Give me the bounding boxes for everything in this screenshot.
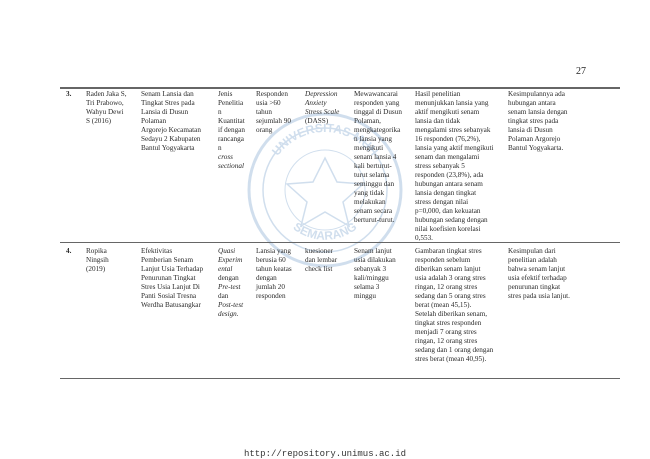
method-line: Jenis [218,90,233,98]
conclusion-cell: Kesimpulan dari penelitian adalah bahwa … [508,247,570,300]
method-line: n [218,144,222,152]
table-bottom-rule [60,378,620,379]
svg-text:SEMARANG: SEMARANG [291,219,359,243]
author-cell: Ropika Ningsih (2019) [86,247,109,273]
university-seal-icon: UNIVERSITAS MUH SEMARANG [247,112,403,268]
analysis-cell: Senam lanjut usia dilakukan sebanyak 3 k… [354,247,396,300]
instrument-cell: Depression Anxiety Stress Scale (DASS) [305,90,339,126]
table-top-rule [60,87,620,89]
instrument-suffix: (DASS) [305,117,329,125]
method-line-italic: cross [218,153,233,161]
watermark-bottom-text: SEMARANG [291,219,359,243]
method-line: Penelitia [218,99,244,107]
row-divider [60,242,620,243]
conclusion-cell: Kesimpulannya ada hubungan antara senam … [508,90,568,152]
footer-url: http://repository.unimus.ac.id [243,449,407,459]
result-cell: Gambaran tingkat stres responden sebelum… [415,247,494,363]
method-italic-1: Quasi Experim ental [218,247,243,273]
method-line: rancanga [218,135,244,143]
sample-cell: Responden usia >60 tahun sejumlah 90 ora… [256,90,291,134]
method-plain-2: dan [218,292,229,300]
method-line: if dengan [218,126,245,134]
method-italic-2: Pre-test [218,283,241,291]
page-number: 27 [576,66,586,77]
title-cell: Senam Lansia dan Tingkat Stres pada Lans… [141,90,201,152]
instrument-cell: kuesioner dan lembar check list [305,247,338,273]
method-line-italic: sectional [218,162,244,170]
method-line: n [218,108,222,116]
row-number: 4. [66,247,72,255]
row-number: 3. [66,90,72,98]
author-cell: Raden Jaka S, Tri Prabowo, Wahyu Dewi S … [86,90,127,125]
method-italic-3: Post-test design. [218,301,244,318]
sample-cell: Lansia yang berusia 60 tahun keatas deng… [256,247,292,300]
method-cell: Jenis Penelitia n Kuantitat if dengan ra… [218,90,245,171]
result-cell: Hasil penelitian menunjukkan lansia yang… [415,90,494,242]
method-plain-1: dengan [218,274,239,282]
method-line: Kuantitat [218,117,245,125]
analysis-cell: Mewawancarai responden yang tinggal di D… [354,90,402,224]
title-cell: Efektivitas Pemberian Senam Lanjut Usia … [141,247,204,309]
instrument-text: Depression Anxiety Stress Scale [305,90,340,116]
method-cell: Quasi Experim ental dengan Pre-test dan … [218,247,243,319]
